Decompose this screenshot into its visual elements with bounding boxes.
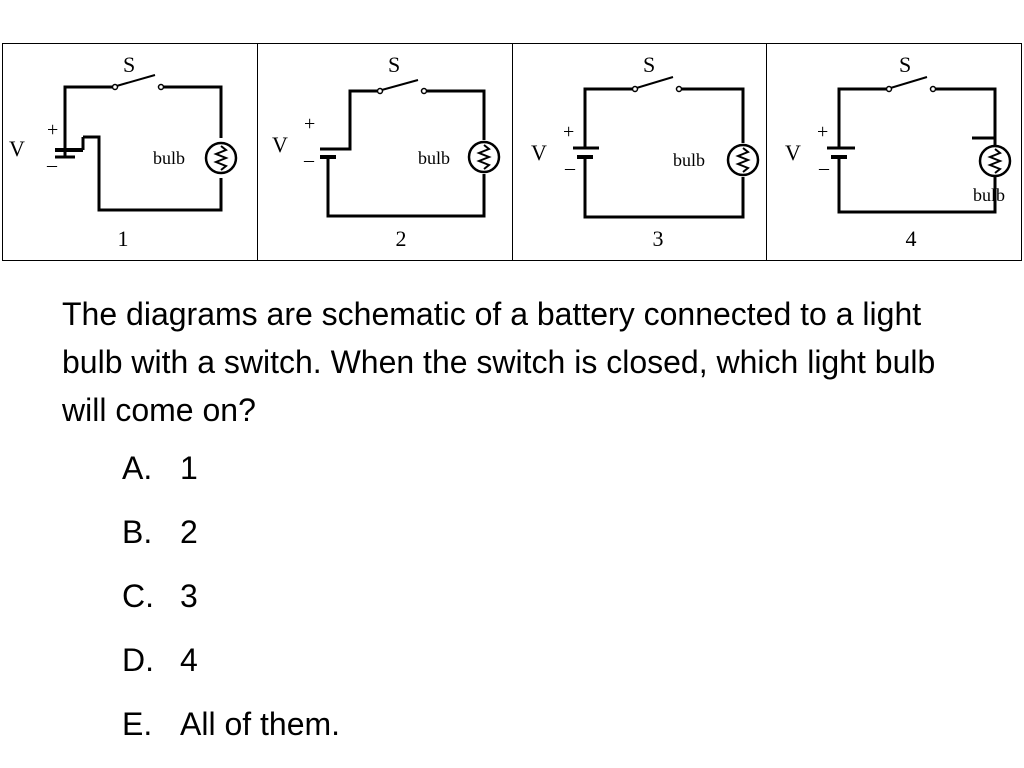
circuit-schematic: S V + – bulb 4 xyxy=(785,52,1012,251)
switch-contact xyxy=(111,83,119,91)
wire xyxy=(933,87,997,146)
bulb-symbol xyxy=(726,143,759,177)
plus-sign: + xyxy=(817,121,828,143)
circuit-diagrams: S V + – bulb 1 S V + – xyxy=(2,43,1022,261)
bulb-label: bulb xyxy=(153,148,185,168)
bulb-symbol xyxy=(979,144,1012,178)
option-letter: E. xyxy=(122,706,153,742)
wire xyxy=(63,85,113,157)
circuit-schematic: S V + – bulb 3 xyxy=(531,52,759,251)
wire xyxy=(678,87,744,143)
voltage-label: V xyxy=(272,132,288,157)
minus-sign: – xyxy=(303,149,315,171)
option-b[interactable]: B. 2 xyxy=(122,500,340,564)
switch-label: S xyxy=(388,52,400,77)
option-letter: C. xyxy=(122,578,154,614)
option-d[interactable]: D. 4 xyxy=(122,628,340,692)
option-text: All of them. xyxy=(180,706,341,742)
switch-contact xyxy=(930,85,937,93)
bulb-filament xyxy=(213,145,229,171)
minus-sign: – xyxy=(818,157,830,179)
bulb-symbol xyxy=(204,141,238,175)
wire xyxy=(583,157,744,219)
bulb-filament xyxy=(734,147,751,173)
option-text: 4 xyxy=(180,642,198,678)
question-text: The diagrams are schematic of a battery … xyxy=(62,296,936,428)
circuit-diagram-3: S V + – bulb 3 xyxy=(513,44,768,260)
wire xyxy=(423,89,486,140)
option-text: 3 xyxy=(180,578,198,614)
circuit-schematic: S V + – bulb 1 xyxy=(9,52,238,251)
minus-sign: – xyxy=(564,157,576,179)
plus-sign: + xyxy=(304,113,315,135)
option-c[interactable]: C. 3 xyxy=(122,564,340,628)
switch-blade xyxy=(886,76,928,90)
bulb-label: bulb xyxy=(418,148,450,168)
switch-label: S xyxy=(643,52,655,77)
switch-contact xyxy=(376,87,383,95)
circuit-diagram-4: S V + – bulb 4 xyxy=(767,44,1021,260)
bulb-symbol xyxy=(467,140,500,174)
option-letter: B. xyxy=(122,514,153,550)
voltage-label: V xyxy=(785,140,801,165)
switch-blade xyxy=(112,74,156,88)
circuit-schematic: S V + – bulb 2 xyxy=(272,52,500,251)
diagram-number: 2 xyxy=(395,226,406,251)
option-letter: A. xyxy=(122,450,153,486)
bulb-filament xyxy=(987,148,1003,174)
bulb-filament xyxy=(476,144,492,170)
switch-contact xyxy=(157,83,165,91)
minus-sign: – xyxy=(46,154,58,176)
bulb-label: bulb xyxy=(973,185,1005,205)
switch-label: S xyxy=(899,52,911,77)
option-letter: D. xyxy=(122,642,154,678)
circuit-diagram-2: S V + – bulb 2 xyxy=(258,44,513,260)
wire xyxy=(319,155,486,218)
diagram-number: 4 xyxy=(906,226,917,251)
wire xyxy=(343,89,378,151)
wire xyxy=(837,157,997,214)
bulb-label: bulb xyxy=(673,150,705,170)
option-text: 2 xyxy=(180,514,198,550)
option-text: 1 xyxy=(180,450,198,486)
wire xyxy=(837,87,888,148)
diagram-number: 1 xyxy=(118,226,129,251)
option-a[interactable]: A. 1 xyxy=(122,436,340,500)
switch-contact xyxy=(420,87,427,95)
option-e[interactable]: E. All of them. xyxy=(122,692,340,756)
switch-contact xyxy=(675,85,682,93)
answer-options: A. 1 B. 2 C. 3 D. 4 E. All of them. xyxy=(122,436,340,756)
wire xyxy=(161,85,223,138)
voltage-label: V xyxy=(9,136,25,161)
switch-blade xyxy=(632,76,673,90)
switch-label: S xyxy=(123,52,135,77)
switch-blade xyxy=(377,79,419,92)
wire xyxy=(83,135,223,212)
switch-contact xyxy=(631,85,638,93)
diagram-number: 3 xyxy=(652,226,663,251)
plus-sign: + xyxy=(563,121,574,143)
circuit-diagram-1: S V + – bulb 1 xyxy=(3,44,258,260)
switch-contact xyxy=(886,85,893,93)
wire xyxy=(583,87,633,148)
voltage-label: V xyxy=(531,140,547,165)
plus-sign: + xyxy=(47,119,58,141)
